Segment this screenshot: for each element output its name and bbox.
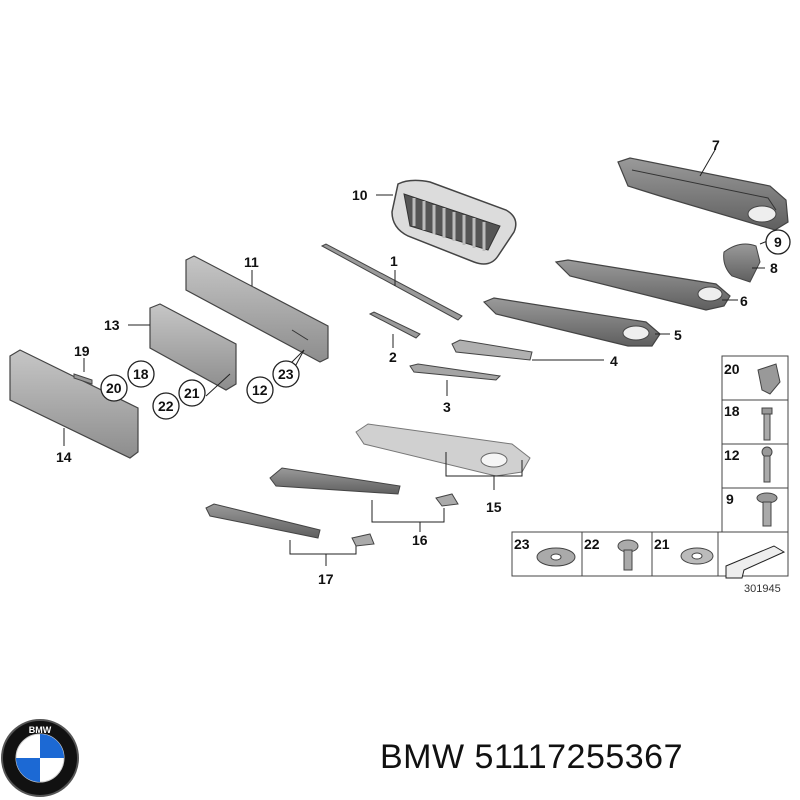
part-15-lower-grille [355,423,531,477]
diagram-number: 301945 [744,583,781,595]
part-4-trim [451,339,533,361]
part-6-fog-grille [554,259,731,311]
legend-9: 9 [726,491,734,507]
part-10-kidney-grille [391,179,517,265]
callout-20: 20 [106,380,122,396]
callout-2: 2 [389,349,397,365]
logo-text: BMW [29,725,52,735]
callout-17: 17 [318,571,334,587]
callout-6: 6 [740,293,748,309]
callout-3: 3 [443,399,451,415]
callout-4: 4 [610,353,618,369]
part-number-label: BMW 51117255367 [380,738,683,776]
callout-15: 15 [486,499,502,515]
callout-8: 8 [770,260,778,276]
legend-20: 20 [724,361,740,377]
callout-10: 10 [352,187,368,203]
part-11-plate-bracket [185,255,329,363]
part-16-lower-strip [269,467,459,507]
part-17-lower-strip [205,503,375,547]
legend-18: 18 [724,403,740,419]
part-8-bracket [723,243,761,283]
clip-icon [757,363,781,395]
callout-5: 5 [674,327,682,343]
callout-22: 22 [158,398,174,414]
callout-16: 16 [412,532,428,548]
part-1-trim-strip [320,243,463,321]
callout-1: 1 [390,253,398,269]
callout-18: 18 [133,366,149,382]
bmw-logo: BMW [1,719,79,797]
fastener-legend-right: 20 18 12 9 [721,355,789,533]
part-14-plate-holder [9,349,139,459]
callout-14: 14 [56,449,72,465]
callout-12: 12 [252,382,268,398]
legend-22: 22 [584,536,600,552]
fastener-legend-bottom: 23 22 21 [511,531,789,579]
part-19-clip [73,373,93,385]
part-2-trim-strip [368,311,421,339]
part-3-trim [409,363,502,381]
callout-11: 11 [244,254,259,270]
part-13-plate-base [149,303,237,391]
callout-7: 7 [712,137,720,153]
callout-9: 9 [774,234,782,250]
direction-arrow-icon [725,545,786,579]
legend-21: 21 [654,536,670,552]
legend-23: 23 [514,536,530,552]
part-5-fog-grille [482,297,661,347]
legend-12: 12 [724,447,740,463]
part-7-trim-panel [617,157,789,231]
callout-21: 21 [184,385,200,401]
callout-13: 13 [104,317,120,333]
callout-23: 23 [278,366,294,382]
callout-19: 19 [74,343,90,359]
